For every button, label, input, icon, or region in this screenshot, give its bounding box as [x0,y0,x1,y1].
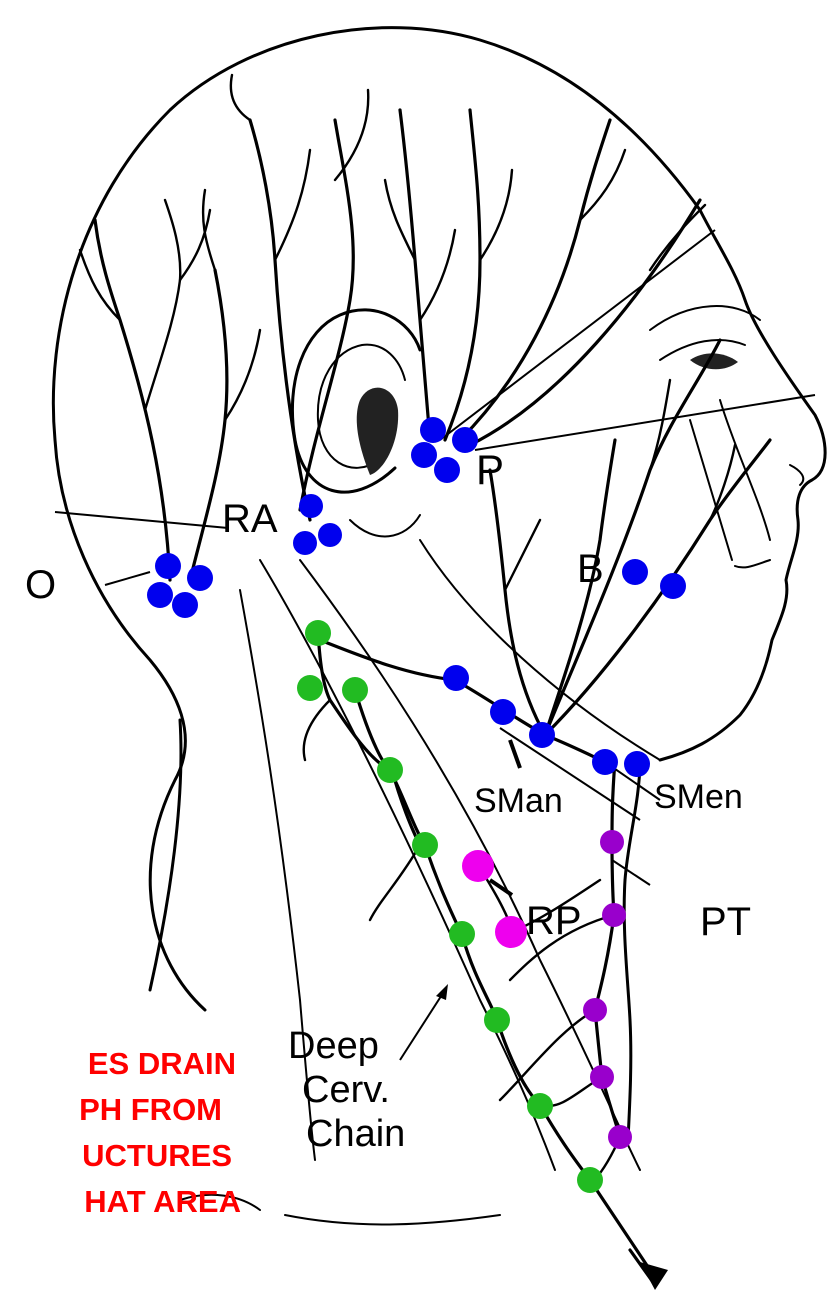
note-line-1: ES DRAIN [88,1046,236,1081]
node [452,427,478,453]
node [297,675,323,701]
label-submental: SMen [654,778,743,816]
submandibular-nodes [443,665,555,748]
label-retropharyngeal: RP [526,899,582,943]
retroauricular-nodes [293,494,342,555]
red-note: ES DRAIN PH FROM UCTURES HAT AREA [79,1046,241,1219]
node [495,916,527,948]
node [583,998,607,1022]
node [484,1007,510,1033]
node [449,921,475,947]
node [155,553,181,579]
node [443,665,469,691]
label-retroauricular: RA [222,497,278,541]
buccal-nodes [622,559,686,599]
node [600,830,624,854]
node [172,592,198,618]
node [411,442,437,468]
node [529,722,555,748]
node [592,749,618,775]
occipital-nodes [147,553,213,618]
node [577,1167,603,1193]
note-line-2: PH FROM [79,1092,222,1127]
label-buccal: B [577,547,604,591]
node [293,531,317,555]
node [622,559,648,585]
node [412,832,438,858]
node [299,494,323,518]
node [305,620,331,646]
node [187,565,213,591]
label-deep-cervical-2: Cerv. [302,1069,390,1111]
note-line-3: UCTURES [82,1138,232,1173]
node [660,573,686,599]
note-line-4: HAT AREA [84,1184,241,1219]
label-deep-cervical-1: Deep [288,1025,379,1067]
node [420,417,446,443]
node [602,903,626,927]
node [377,757,403,783]
node [608,1125,632,1149]
head-outline [53,28,825,1225]
label-occipital: O [25,563,56,607]
node [527,1093,553,1119]
node [490,699,516,725]
label-deep-cervical-3: Chain [306,1113,405,1155]
node [342,677,368,703]
parotid-nodes [411,417,478,483]
label-submandibular: SMan [474,782,563,820]
node [434,457,460,483]
label-parotid: P [476,446,504,493]
node [590,1065,614,1089]
node [318,523,342,547]
node [624,751,650,777]
node [147,582,173,608]
node [462,850,494,882]
label-pretracheal: PT [700,900,751,944]
